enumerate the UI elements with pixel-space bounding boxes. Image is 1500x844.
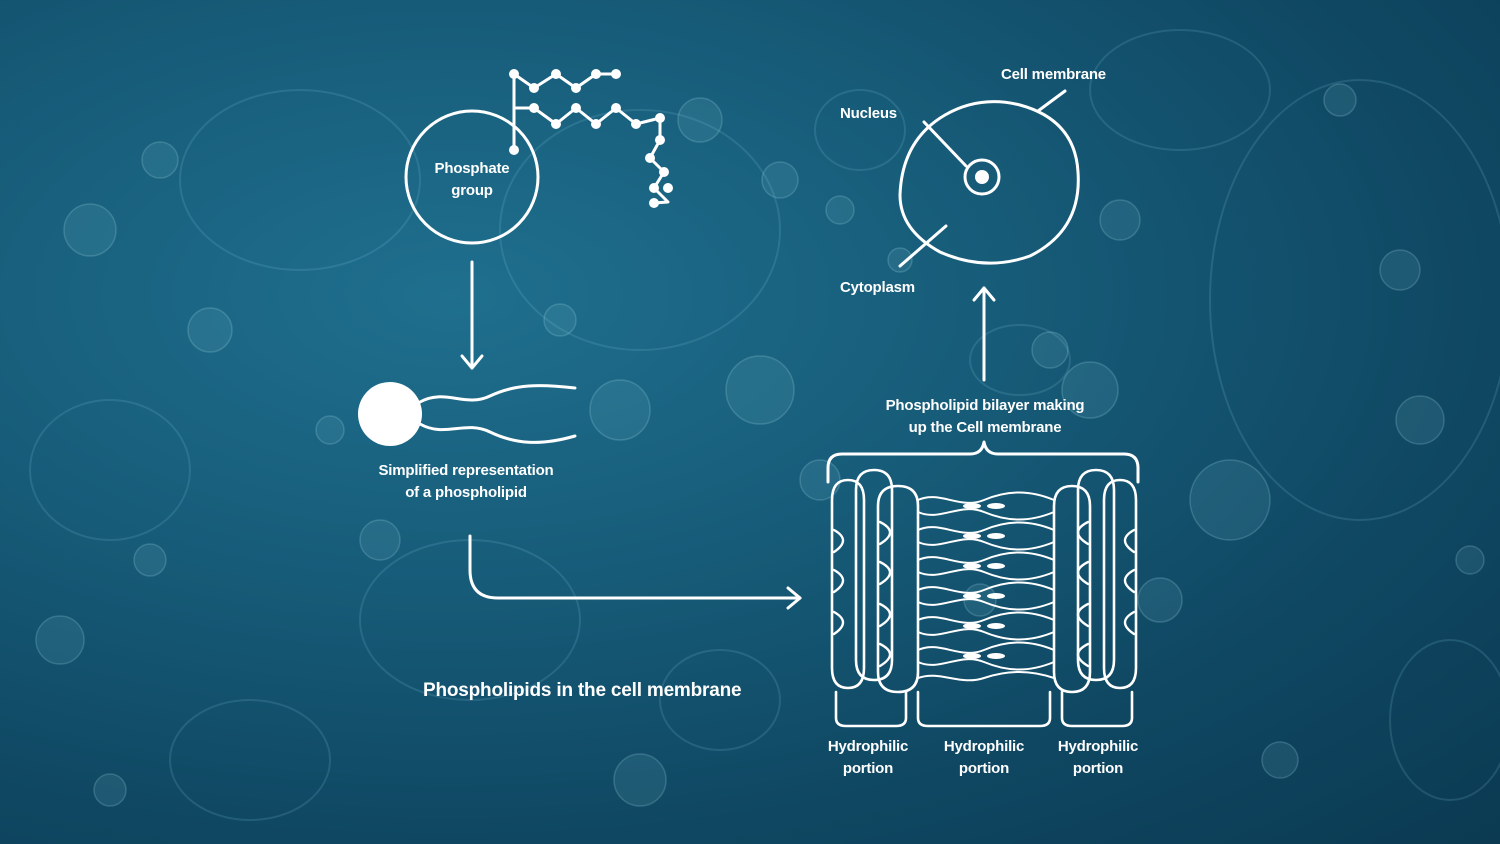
cell-membrane-label: Cell membrane xyxy=(1001,64,1106,86)
portion-label-middle: Hydrophilic portion xyxy=(936,736,1032,780)
molecule-structure xyxy=(509,69,673,208)
simplified-representation-label: Simplified representation of a phospholi… xyxy=(358,460,574,504)
diagram-title: Phospholipids in the cell membrane xyxy=(423,680,741,702)
cytoplasm-label: Cytoplasm xyxy=(840,277,915,299)
bilayer-bracket xyxy=(828,442,1138,482)
simplified-phospholipid xyxy=(358,382,575,446)
cell-illustration xyxy=(900,91,1078,266)
portion-label-right: Hydrophilic portion xyxy=(1050,736,1146,780)
arrow-up-icon xyxy=(974,288,994,380)
nucleus-label: Nucleus xyxy=(840,103,897,125)
bilayer-label: Phospholipid bilayer making up the Cell … xyxy=(880,395,1090,439)
arrow-right-icon xyxy=(470,536,800,608)
phospholipid-bilayer xyxy=(832,470,1136,692)
phosphate-group-label: Phosphate group xyxy=(420,158,524,202)
portion-label-left: Hydrophilic portion xyxy=(820,736,916,780)
nucleus-inner xyxy=(975,170,989,184)
portion-brackets xyxy=(836,692,1132,726)
arrow-down-icon xyxy=(462,262,482,368)
